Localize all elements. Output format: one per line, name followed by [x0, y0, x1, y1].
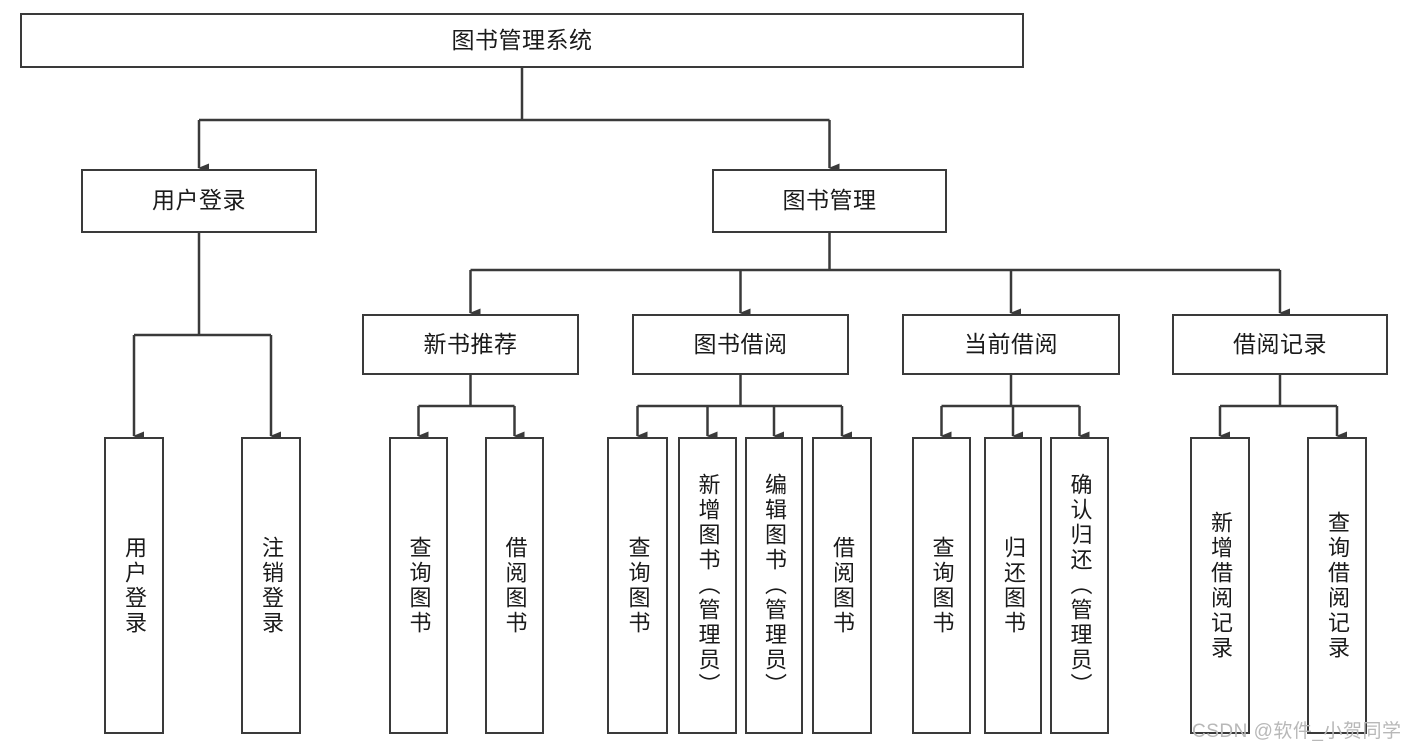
node-leaf-rec-query2[interactable]: 查询借阅记录	[1307, 437, 1367, 734]
node-label: 当前借阅	[964, 330, 1058, 357]
node-label: 新增图书（管理员）	[695, 473, 721, 698]
node-book-borrow[interactable]: 图书借阅	[632, 314, 849, 375]
node-leaf-user-login[interactable]: 用户登录	[104, 437, 164, 734]
node-label: 查询图书	[929, 535, 955, 636]
node-label: 确认归还（管理员）	[1067, 473, 1093, 698]
node-label: 图书管理	[782, 187, 877, 214]
node-current-borrow[interactable]: 当前借阅	[902, 314, 1120, 375]
node-leaf-borrow-add[interactable]: 新增图书（管理员）	[678, 437, 737, 734]
node-label: 查询图书	[625, 535, 651, 636]
node-label: 查询图书	[406, 535, 432, 636]
node-label: 借阅图书	[502, 535, 528, 636]
node-leaf-cur-return[interactable]: 归还图书	[984, 437, 1042, 734]
csdn-watermark: CSDN @软件_小贺同学	[1192, 721, 1402, 742]
node-label: 用户登录	[122, 535, 147, 636]
node-leaf-rec-add[interactable]: 新增借阅记录	[1190, 437, 1250, 734]
node-label: 借阅记录	[1233, 330, 1327, 357]
node-leaf-cur-query[interactable]: 查询图书	[912, 437, 971, 734]
node-label: 用户登录	[152, 187, 246, 214]
node-label: 查询借阅记录	[1325, 510, 1350, 661]
node-label: 编辑图书（管理员）	[762, 473, 787, 698]
node-leaf-rec-query[interactable]: 查询图书	[389, 437, 448, 734]
node-user-login[interactable]: 用户登录	[81, 169, 317, 233]
node-leaf-borrow-query[interactable]: 查询图书	[607, 437, 668, 734]
node-label: 注销登录	[259, 535, 284, 636]
node-book-manage[interactable]: 图书管理	[712, 169, 947, 233]
node-new-book-rec[interactable]: 新书推荐	[362, 314, 579, 375]
node-label: 图书借阅	[693, 330, 788, 357]
node-leaf-user-logout[interactable]: 注销登录	[241, 437, 301, 734]
node-root[interactable]: 图书管理系统	[20, 13, 1024, 68]
connector-paths	[132, 68, 1347, 441]
node-label: 新增借阅记录	[1208, 510, 1233, 661]
node-label: 图书管理系统	[451, 26, 593, 53]
node-label: 借阅图书	[830, 535, 855, 636]
node-label: 新书推荐	[423, 330, 518, 357]
node-borrow-record[interactable]: 借阅记录	[1172, 314, 1388, 375]
node-leaf-cur-confirm[interactable]: 确认归还（管理员）	[1050, 437, 1109, 734]
node-leaf-rec-borrow[interactable]: 借阅图书	[485, 437, 544, 734]
node-leaf-borrow-edit[interactable]: 编辑图书（管理员）	[745, 437, 803, 734]
node-leaf-borrow-do[interactable]: 借阅图书	[812, 437, 872, 734]
node-label: 归还图书	[1001, 535, 1026, 636]
